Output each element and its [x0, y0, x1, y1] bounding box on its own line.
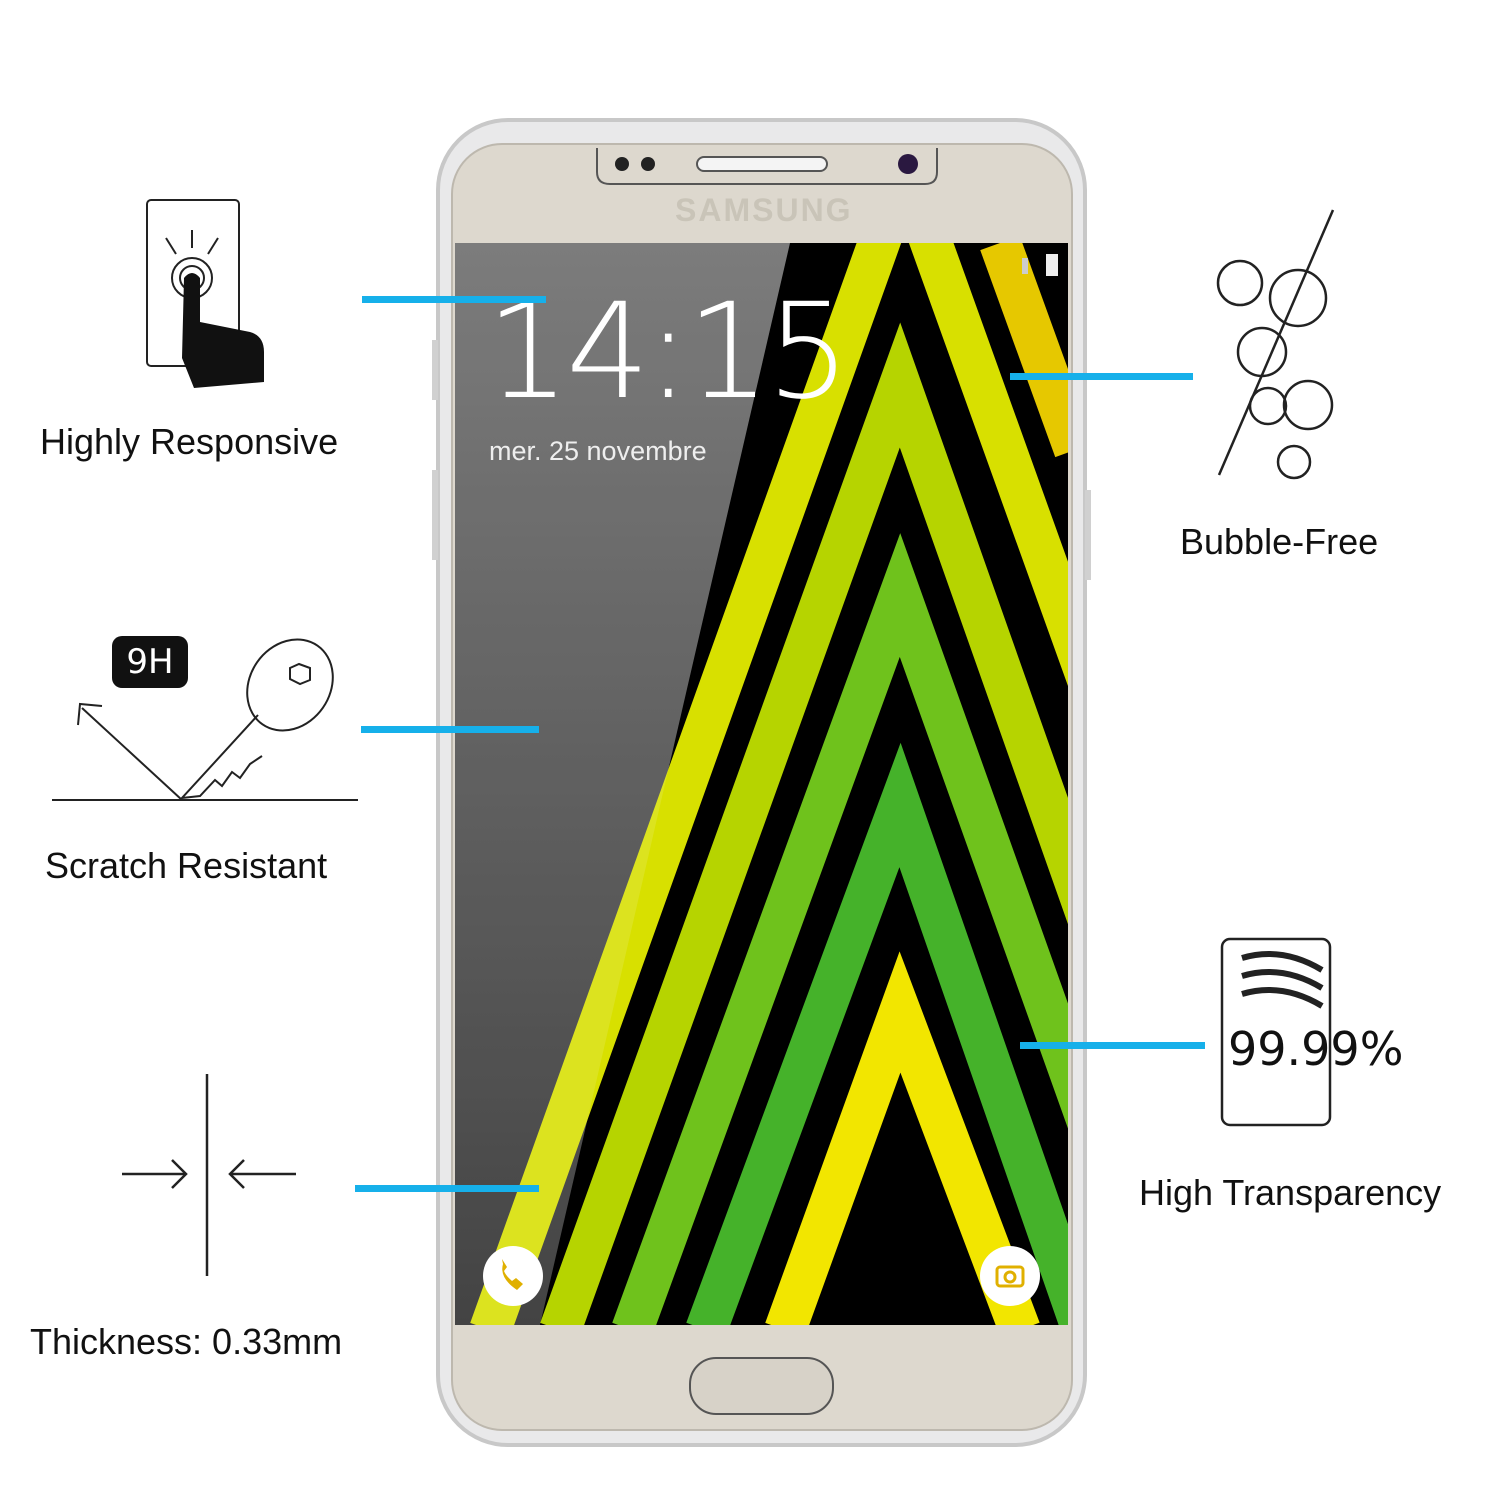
callout-line-thickness [355, 1185, 539, 1192]
screen [455, 243, 1068, 1325]
sensor-icon [641, 157, 655, 171]
lockscreen-clock: 14:15 [486, 275, 850, 429]
key-scratch-icon [52, 638, 358, 801]
chevron-2 [540, 322, 1068, 1325]
glass-notch [596, 148, 938, 185]
feature-label-responsive: Highly Responsive [40, 421, 339, 462]
transparency-phone-icon [1220, 937, 1332, 1127]
phone-shortcut-icon [483, 1246, 543, 1306]
feature-label-thickness: Thickness: 0.33mm [30, 1321, 343, 1362]
chevron-4 [686, 742, 1068, 1325]
lockscreen-date: mer. 25 novembre [489, 436, 707, 466]
home-button [689, 1357, 834, 1415]
callout-line-responsive [362, 296, 546, 303]
feature-label-bubble: Bubble-Free [1180, 521, 1379, 562]
camera-shortcut-icon [980, 1246, 1040, 1306]
callout-line-scratch [361, 726, 539, 733]
speaker-grille [696, 156, 828, 172]
chevron-3 [612, 533, 1068, 1325]
chevron-1 [470, 243, 1068, 1325]
front-camera-icon [898, 154, 918, 174]
transparency-value: 99.99% [1228, 1022, 1404, 1076]
phone-brand-logo: SAMSUNG [675, 192, 853, 228]
callout-line-transparency [1020, 1042, 1205, 1049]
bubbles-icon [1216, 209, 1335, 480]
stripe-right [980, 243, 1068, 458]
hardness-badge: 9H [112, 636, 188, 688]
feature-label-transparency: High Transparency [1139, 1172, 1442, 1213]
battery-icon [1046, 254, 1058, 276]
touch-hand-icon [146, 199, 264, 388]
sensor-icon [615, 157, 629, 171]
chevron-5 [765, 951, 1040, 1325]
thickness-arrows-icon [122, 1074, 296, 1276]
callout-line-bubble [1010, 373, 1193, 380]
feature-label-scratch: Scratch Resistant [45, 845, 328, 886]
